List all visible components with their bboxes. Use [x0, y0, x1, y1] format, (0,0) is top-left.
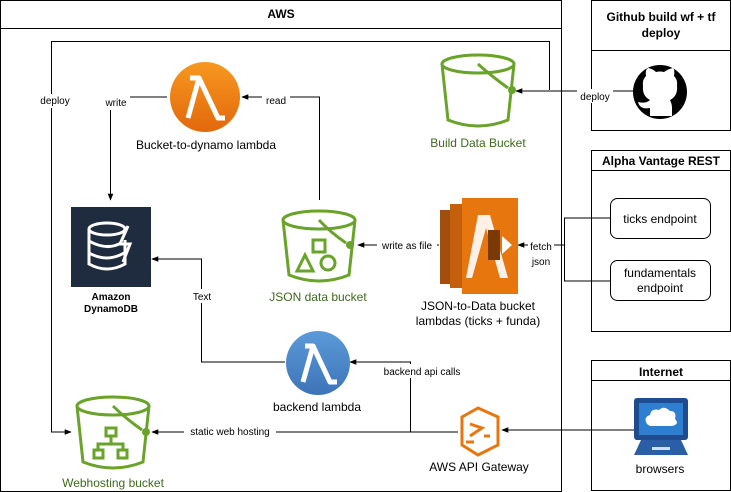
- j2d-label-2: lambdas (ticks + funda): [416, 314, 540, 328]
- webhosting-bucket: Webhosting bucket: [62, 395, 165, 490]
- browsers-label: browsers: [636, 462, 685, 476]
- fundamentals-endpoint-label-2: endpoint: [637, 281, 684, 295]
- edge-backend-api-calls: [349, 359, 458, 433]
- api-gateway-icon: [460, 406, 500, 457]
- edge-label-write: write: [104, 98, 127, 109]
- json-to-data-lambdas: JSON-to-Data bucket lambdas (ticks + fun…: [416, 198, 540, 328]
- lambda-stack-icon: [440, 198, 518, 294]
- lambda-icon: [286, 331, 350, 395]
- edge-label-text: Text: [193, 292, 212, 303]
- edge-text: [151, 256, 285, 363]
- bucket-icon: [440, 53, 516, 128]
- github-icon: [633, 65, 687, 119]
- ticks-endpoint-label: ticks endpoint: [623, 212, 697, 226]
- webhosting-bucket-label: Webhosting bucket: [62, 476, 165, 490]
- fundamentals-endpoint: fundamentals endpoint: [610, 260, 711, 301]
- edge-label-write-as-file: write as file: [381, 241, 432, 252]
- edge-label-backend-api-calls: backend api calls: [384, 367, 461, 378]
- edge-label-fetch: fetch: [530, 242, 552, 253]
- json-data-bucket: JSON data bucket: [269, 209, 367, 304]
- j2d-label-1: JSON-to-Data bucket: [421, 299, 536, 313]
- internet-region-title: Internet: [639, 365, 683, 379]
- aws-api-gateway: AWS API Gateway: [429, 406, 529, 474]
- edge-deploy-left: [51, 41, 550, 435]
- alpha-region-title: Alpha Vantage REST: [602, 154, 721, 168]
- fundamentals-endpoint-label-1: fundamentals: [624, 266, 696, 280]
- browsers: browsers: [634, 398, 688, 476]
- aws-region-title: AWS: [267, 7, 294, 21]
- alpha-vantage-region: Alpha Vantage REST: [591, 150, 731, 332]
- build-data-bucket-label: Build Data Bucket: [430, 136, 526, 150]
- json-data-bucket-label: JSON data bucket: [269, 290, 367, 304]
- edge-label-deploy-left: deploy: [40, 96, 69, 107]
- backend-lambda-label: backend lambda: [273, 400, 361, 414]
- bucket-to-dynamo-lambda-label: Bucket-to-dynamo lambda: [136, 138, 276, 152]
- dynamodb-label-1: Amazon: [92, 292, 131, 303]
- edge-endpoints-bracket: [564, 217, 610, 282]
- edge-label-read: read: [266, 96, 286, 107]
- edge-label-json: json: [531, 257, 550, 268]
- api-gateway-label: AWS API Gateway: [429, 460, 529, 474]
- bucket-icon: [75, 395, 151, 470]
- bucket-to-dynamo-lambda: Bucket-to-dynamo lambda: [136, 62, 276, 152]
- amazon-dynamodb: Amazon DynamoDB: [71, 207, 151, 315]
- browser-monitor-icon: [634, 398, 688, 455]
- dynamodb-label-2: DynamoDB: [84, 304, 138, 315]
- edge-label-static-web-hosting: static web hosting: [190, 427, 270, 438]
- backend-lambda: backend lambda: [273, 331, 361, 414]
- ticks-endpoint: ticks endpoint: [610, 198, 711, 239]
- bucket-icon: [281, 209, 357, 283]
- github-region-title-1: Github build wf + tf: [607, 10, 717, 24]
- edge-label-deploy-github: deploy: [580, 92, 609, 103]
- github-region-title-2: deploy: [642, 26, 681, 40]
- build-data-bucket: Build Data Bucket: [430, 53, 526, 150]
- lambda-icon: [170, 62, 240, 132]
